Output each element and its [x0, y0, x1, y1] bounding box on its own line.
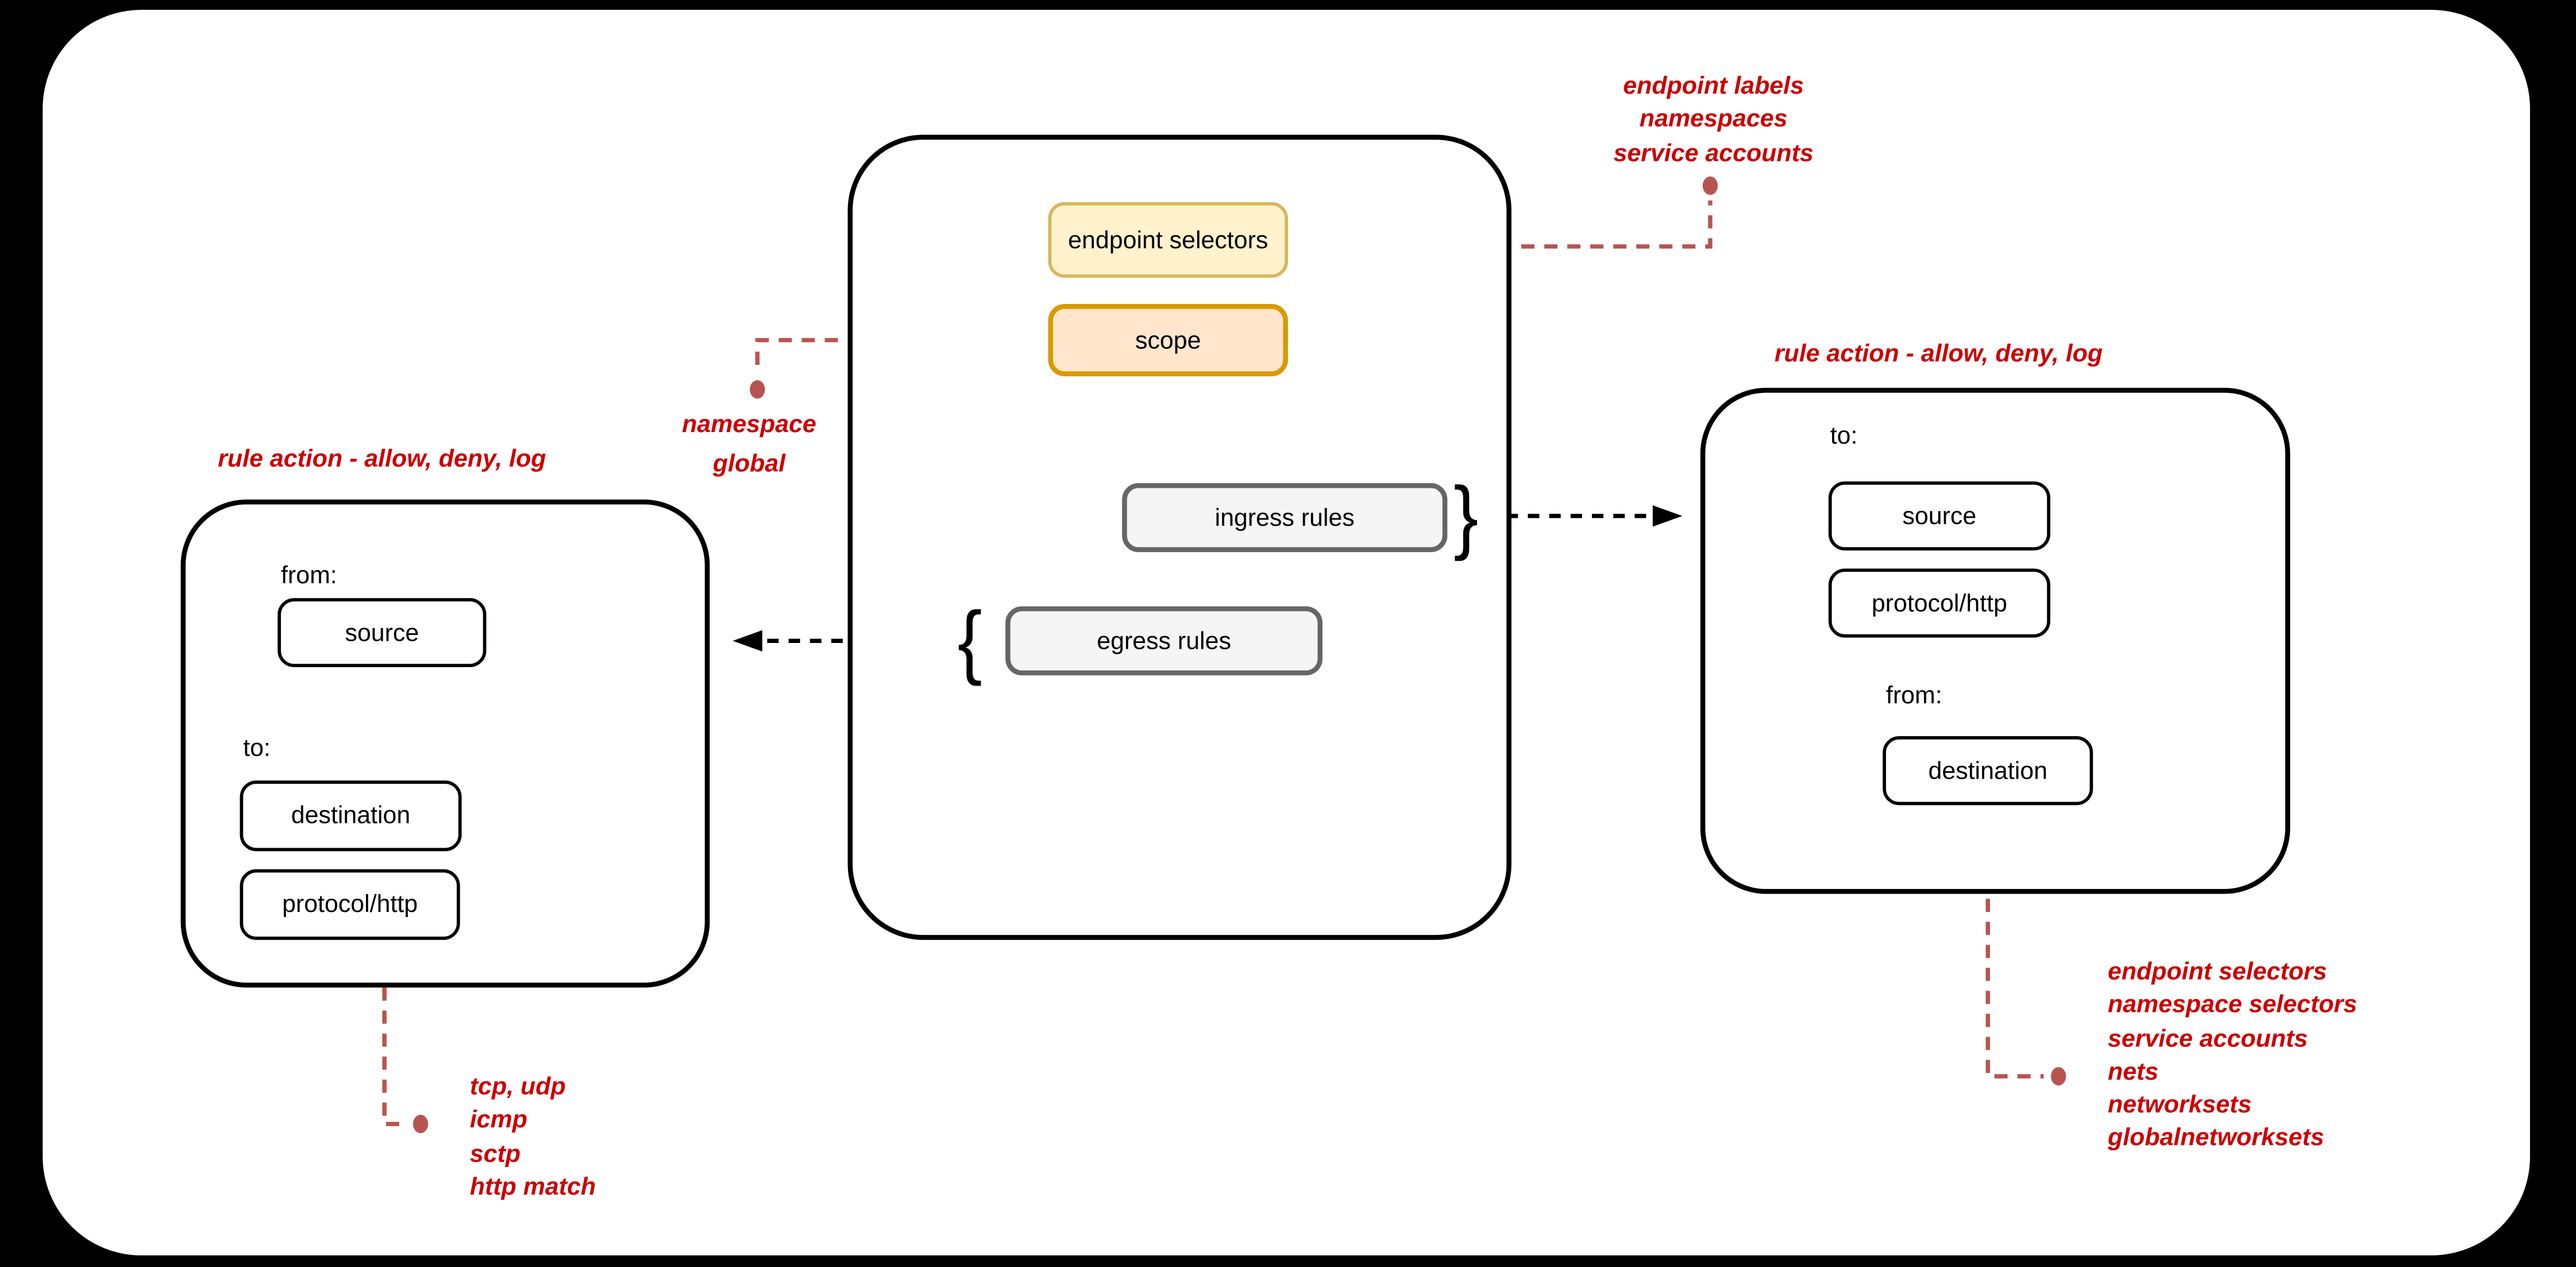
protocol-http-box: protocol/http	[240, 869, 460, 940]
note-line: namespace	[682, 410, 816, 439]
note-line: endpoint labels	[1623, 72, 1804, 101]
note-line: global	[712, 450, 786, 479]
scope-box: scope	[1048, 304, 1289, 376]
protocol-note: tcp, udp icmp sctp http match	[470, 1072, 596, 1205]
note-line: nets	[2107, 1058, 2159, 1086]
endpoint-selectors-note: endpoint labels namespaces service accou…	[1533, 71, 1894, 171]
egress-rules-box: egress rules	[1005, 606, 1323, 676]
note-line: icmp	[469, 1106, 528, 1135]
from-label: from:	[1885, 681, 1942, 710]
ingress-brace-icon: }	[1453, 469, 1479, 563]
destination-note: endpoint selectors namespace selectors s…	[2108, 956, 2357, 1156]
note-line: namespaces	[1639, 105, 1788, 134]
note-line: sctp	[469, 1139, 521, 1168]
destination-box: destination	[1883, 736, 2093, 806]
note-line: endpoint selectors	[2107, 958, 2327, 986]
protocol-http-label: protocol/http	[282, 890, 418, 919]
ingress-rule-action-title: rule action - allow, deny, log	[1774, 340, 2103, 368]
ingress-rule-box	[1700, 387, 2290, 894]
scope-label: scope	[1135, 326, 1201, 355]
ingress-rules-label: ingress rules	[1214, 503, 1355, 532]
to-label: to:	[243, 734, 271, 762]
source-box: source	[277, 598, 487, 668]
source-box: source	[1828, 481, 2050, 550]
destination-label: destination	[1928, 756, 2047, 785]
from-label: from:	[281, 562, 337, 590]
destination-label: destination	[291, 802, 411, 830]
protocol-http-box: protocol/http	[1828, 568, 2050, 638]
note-line: http match	[469, 1173, 596, 1201]
egress-brace-icon: {	[957, 595, 982, 687]
source-label: source	[345, 618, 419, 647]
destination-box: destination	[240, 780, 462, 852]
scope-note: namespace global	[634, 406, 864, 484]
protocol-http-label: protocol/http	[1871, 589, 2007, 617]
endpoint-selectors-box: endpoint selectors	[1048, 202, 1289, 278]
to-label: to:	[1830, 422, 1858, 450]
endpoint-selectors-label: endpoint selectors	[1068, 226, 1268, 254]
note-line: tcp, udp	[469, 1073, 566, 1101]
note-line: service accounts	[2107, 1025, 2308, 1053]
egress-rules-label: egress rules	[1097, 626, 1231, 655]
note-line: service accounts	[1613, 138, 1814, 167]
source-label: source	[1902, 502, 1977, 530]
ingress-rules-box: ingress rules	[1122, 483, 1448, 552]
note-line: networksets	[2107, 1091, 2252, 1119]
egress-rule-action-title: rule action - allow, deny, log	[218, 445, 546, 473]
note-line: globalnetworksets	[2107, 1124, 2324, 1153]
note-line: namespace selectors	[2107, 991, 2357, 1019]
